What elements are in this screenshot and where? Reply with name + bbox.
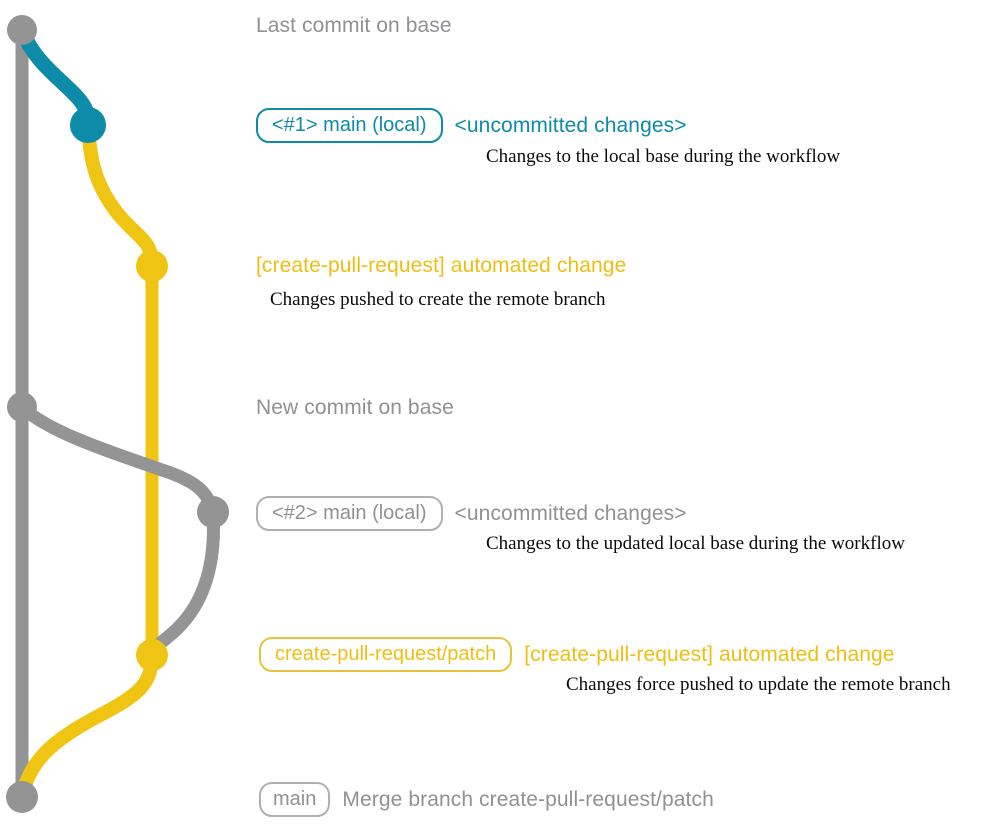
node-local-2[interactable] <box>197 496 229 528</box>
commit-title: <uncommitted changes> <box>454 501 687 525</box>
commit-nodes <box>6 15 229 813</box>
branch-pill-main-local-1[interactable]: <#1> main (local) <box>256 108 443 143</box>
edge-patch-update-to-merge <box>15 648 159 804</box>
edge-basenew-to-local2 <box>15 400 220 519</box>
node-base-merge[interactable] <box>6 781 38 813</box>
edge-local1-to-patch-create <box>81 118 159 273</box>
commit-description: Changes force pushed to update the remot… <box>566 674 951 695</box>
commit-title: Merge branch create-pull-request/patch <box>342 787 714 811</box>
node-base-new[interactable] <box>7 392 37 422</box>
commit-row-automated-change-2: create-pull-request/patch [create-pull-r… <box>259 637 895 672</box>
node-patch-update[interactable] <box>136 639 168 671</box>
commit-title: [create-pull-request] automated change <box>524 642 895 666</box>
commit-row-automated-change-1: [create-pull-request] automated change <box>256 254 626 278</box>
commit-description: Changes to the local base during the wor… <box>486 146 841 167</box>
commit-title: New commit on base <box>256 396 454 419</box>
node-patch-create[interactable] <box>136 250 168 282</box>
commit-title: Last commit on base <box>256 14 452 37</box>
commit-description: Changes to the updated local base during… <box>486 533 905 554</box>
commit-row-merge-commit: main Merge branch create-pull-request/pa… <box>259 782 714 817</box>
commit-description: Changes pushed to create the remote bran… <box>270 289 606 310</box>
branch-pill-create-pull-request-patch[interactable]: create-pull-request/patch <box>259 637 513 672</box>
commit-row-new-commit-on-base: New commit on base <box>256 396 454 420</box>
node-base-last[interactable] <box>7 15 37 45</box>
branch-pill-main-local-2[interactable]: <#2> main (local) <box>256 496 443 531</box>
commit-graph-svg <box>6 15 229 813</box>
commit-title: <uncommitted changes> <box>454 113 687 137</box>
commit-row-uncommitted-changes-2: <#2> main (local) <uncommitted changes> <box>256 496 687 531</box>
commit-title: [create-pull-request] automated change <box>256 254 627 277</box>
commit-row-last-commit-on-base: Last commit on base <box>256 14 452 38</box>
branch-pill-main[interactable]: main <box>259 782 331 817</box>
commit-row-uncommitted-changes-1: <#1> main (local) <uncommitted changes> <box>256 108 687 143</box>
node-local-1[interactable] <box>70 107 106 143</box>
